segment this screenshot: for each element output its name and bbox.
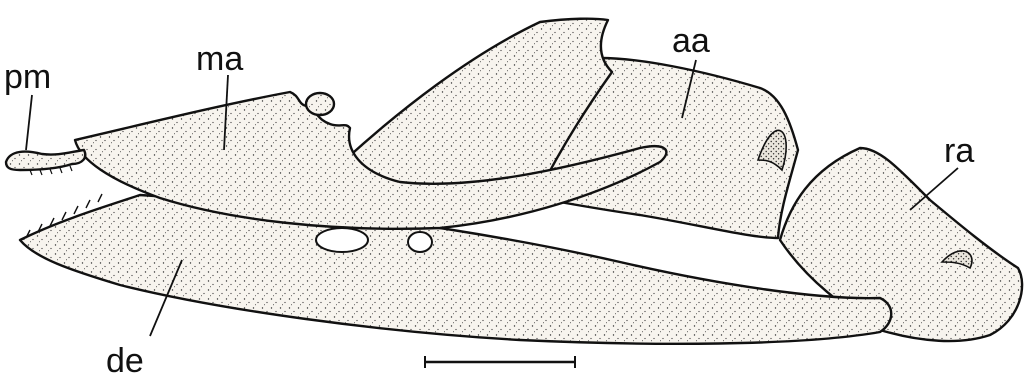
label-ma: ma <box>196 40 243 78</box>
premaxilla-bone <box>6 150 85 170</box>
dentary-foramen-1 <box>316 228 368 252</box>
label-pm: pm <box>4 58 51 96</box>
ossicle <box>306 93 334 115</box>
label-de: de <box>106 342 144 380</box>
label-ra: ra <box>944 132 974 170</box>
dentary-foramen-2 <box>408 232 432 252</box>
leader-pm <box>26 95 32 150</box>
label-aa: aa <box>672 22 710 60</box>
